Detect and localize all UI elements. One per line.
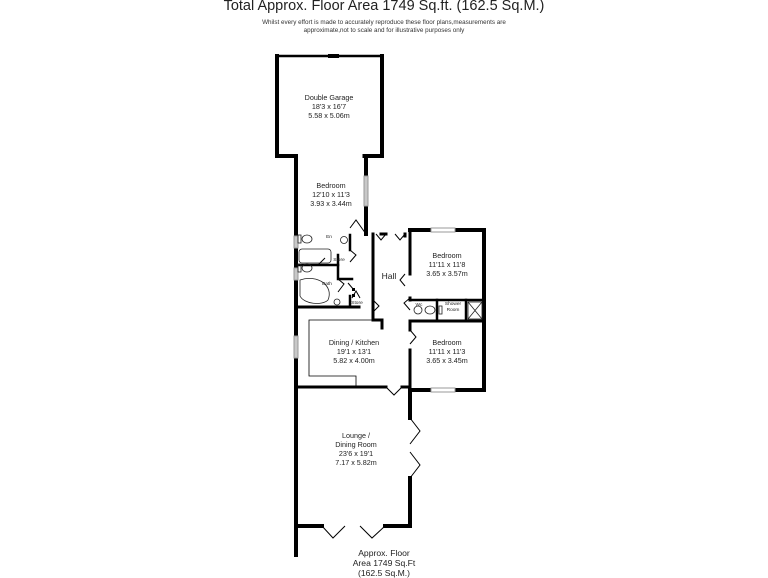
stairs-marks xyxy=(352,288,355,297)
disclaimer: Whilst every effort is made to accuratel… xyxy=(0,19,768,35)
windows xyxy=(293,153,456,393)
room-name-line-2: Dining Room xyxy=(335,440,377,449)
room-name: Dining / Kitchen xyxy=(328,338,380,347)
room-name-line-1: Lounge / xyxy=(342,431,370,440)
room-label-dining-kitchen: Dining / Kitchen 19'1 x 13'1 5.82 x 4.00… xyxy=(329,338,379,365)
room-metric: 3.65 x 3.45m xyxy=(426,356,468,365)
room-metric: 5.82 x 4.00m xyxy=(333,356,375,365)
room-imperial: 23'6 x 19'1 xyxy=(338,449,374,458)
room-imperial: 11'11 x 11'8 xyxy=(428,260,466,269)
room-metric: 3.65 x 3.57m xyxy=(426,269,468,278)
disclaimer-line-2: approximate,not to scale and for illustr… xyxy=(303,27,465,34)
room-name: Bedroom xyxy=(432,338,462,347)
room-label-store-2: Store xyxy=(351,301,363,306)
room-imperial: 19'1 x 13'1 xyxy=(336,347,372,356)
room-label-bedroom-1: Bedroom 12'10 x 11'3 3.93 x 3.44m xyxy=(310,181,352,208)
doors xyxy=(317,219,421,539)
room-name-line-1: Shower xyxy=(444,302,462,307)
room-name: Bedroom xyxy=(432,251,462,260)
room-name: Bedroom xyxy=(316,181,346,190)
room-metric: 5.58 x 5.06m xyxy=(308,111,350,120)
room-label-bedroom-2: Bedroom 11'11 x 11'8 3.65 x 3.57m xyxy=(426,251,468,278)
fixtures xyxy=(297,234,483,320)
floor-area-caption: Approx. Floor Area 1749 Sq.Ft (162.5 Sq.… xyxy=(0,548,768,578)
room-label-lounge: Lounge / Dining Room 23'6 x 19'1 7.17 x … xyxy=(335,431,377,467)
room-imperial: 12'10 x 11'3 xyxy=(312,190,350,199)
walls xyxy=(275,54,486,557)
room-imperial: 11'11 x 11'3 xyxy=(428,347,466,356)
room-label-store-1: Store xyxy=(333,258,345,263)
room-label-bedroom-3: Bedroom 11'11 x 11'3 3.65 x 3.45m xyxy=(426,338,468,365)
room-name-line-2: Room xyxy=(446,308,460,313)
room-label-shower-room: Shower Room xyxy=(445,302,461,314)
page-title: Total Approx. Floor Area 1749 Sq.ft. (16… xyxy=(223,0,545,14)
disclaimer-line-1: Whilst every effort is made to accuratel… xyxy=(262,19,506,26)
caption-line-1: Approx. Floor xyxy=(358,548,410,558)
room-label-bath: Bath xyxy=(322,282,332,287)
caption-line-2: Area 1749 Sq.Ft xyxy=(352,558,416,568)
caption-line-3: (162.5 Sq.M.) xyxy=(357,568,411,578)
room-label-hall: Hall xyxy=(381,271,397,281)
room-label-wc: Wc xyxy=(415,303,423,308)
room-metric: 7.17 x 5.82m xyxy=(335,458,377,467)
room-imperial: 18'3 x 16'7 xyxy=(311,102,347,111)
room-name: Double Garage xyxy=(304,93,354,102)
room-metric: 3.93 x 3.44m xyxy=(310,199,352,208)
room-label-ensuite: En xyxy=(326,235,332,240)
kitchen-counter xyxy=(308,319,382,387)
room-label-garage: Double Garage 18'3 x 16'7 5.58 x 5.06m xyxy=(305,93,354,120)
